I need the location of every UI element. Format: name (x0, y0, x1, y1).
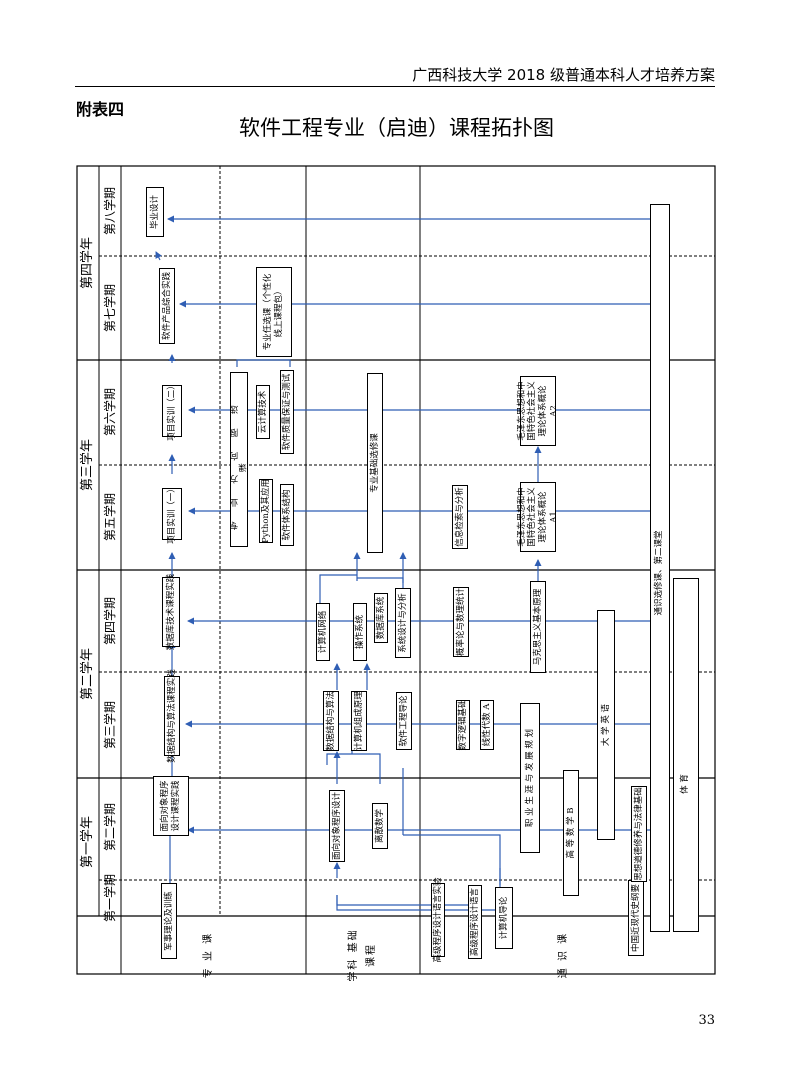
course-junshi: 军事理论及训练 (161, 883, 177, 959)
course-general-elective: 通识选修课、第二课堂 (653, 530, 664, 616)
course-se-intro: 软件工程导论 (396, 692, 412, 750)
course-computer-org: 计算机组成原理 (351, 691, 367, 751)
term-7-label: 第七学期 (102, 284, 117, 333)
course-major-optional: 专业任选课（个性化线上课程包） (256, 267, 292, 357)
term-6-label: 第六学期 (102, 388, 117, 437)
course-advanced-math: 高 等 数 学 B (563, 770, 579, 896)
course-db-system: 数据库系统 (374, 593, 388, 643)
course-college-english: 大 学 英 语 (597, 610, 615, 840)
course-graduation: 毕业设计 (146, 187, 164, 237)
course-os: 操作系统 (353, 603, 367, 661)
course-oop-practice: 面向对象程序设计课程实践 (153, 776, 189, 836)
grid-frame (76, 165, 716, 975)
course-discrete-math: 离散数学 (372, 803, 388, 849)
course-system-design: 系统设计与分析 (395, 588, 411, 658)
term-5-label: 第五学期 (102, 493, 117, 542)
course-major-direction (230, 372, 248, 547)
header-rule (75, 86, 715, 87)
course-basic-elective: 专业基础选修课 (367, 373, 383, 553)
course-project-1: 项目实训（一） (162, 484, 182, 544)
course-pe-bar (673, 578, 699, 932)
course-pe: 体 育 (679, 774, 690, 794)
year-2-label: 第二学年 (80, 648, 96, 701)
course-software-architecture: 软件体系结构 (280, 484, 294, 546)
term-separators (99, 166, 715, 916)
page-title: 软件工程专业（启迪）课程拓扑图 (239, 116, 554, 140)
year-1-label: 第一学年 (80, 816, 96, 869)
course-career: 职 业 生 涯 与 发 展 规 划 (520, 703, 540, 853)
course-quality-testing: 软件质量保证与测试 (280, 370, 294, 454)
course-info-retrieval: 信息检索与分析 (452, 485, 468, 549)
year-4-label: 第四学年 (80, 237, 96, 290)
course-digital-logic: 数字逻辑基础 (456, 699, 470, 751)
page-header: 广西科技大学 2018 级普通本科人才培养方案 (412, 66, 715, 84)
course-ds-algorithm: 数据结构与算法 (323, 691, 339, 751)
term-3-label: 第三学期 (102, 701, 117, 750)
term-2-label: 第二学期 (102, 803, 117, 852)
course-major-direction-text: 专 业 方 向 限 选 课 (230, 399, 249, 531)
course-modern-history: 中国近现代史纲要 (628, 880, 644, 956)
course-mao-a1: 毛泽东思想和中国特色社会主义理论体系概论 A1 (517, 482, 559, 552)
course-python: Python及其应用 (259, 479, 273, 543)
course-db-practice: 数据库技术课程实践 (162, 574, 180, 650)
course-ds-practice: 数据结构与算法课程实践 (164, 669, 180, 763)
year-3-label: 第三学年 (80, 439, 96, 492)
column-basic-label: 学科 基础 课程 (348, 928, 377, 982)
column-major-label: 专 业 课 (203, 931, 214, 979)
term-8-label: 第八学期 (102, 187, 117, 236)
course-general-elective-bar (650, 204, 670, 932)
course-software-integrated: 软件产品综合实践 (159, 268, 175, 344)
page-number: 33 (698, 1013, 715, 1028)
course-adv-lang: 高级程序设计语言 (468, 885, 482, 959)
course-probability: 概率论与数理统计 (453, 587, 469, 657)
course-cloud: 云计算技术 (256, 385, 270, 439)
course-adv-lang-lab: 高级程序设计语言实验 (431, 877, 445, 963)
course-oop-design: 面向对象程序设计 (329, 790, 345, 862)
course-marxism: 马克思主义基本原理 (530, 581, 546, 673)
course-network: 计算机网络 (316, 603, 330, 661)
column-general-label: 通 识 课 (558, 931, 569, 979)
course-morality-law: 思想道德修养与法律基础 (631, 786, 647, 882)
course-project-2: 项目实训（二） (162, 381, 182, 441)
term-4-label: 第四学期 (102, 597, 117, 646)
course-linear-algebra: 线性代数 A (480, 700, 494, 750)
course-mao-a2: 毛泽东思想和中国特色社会主义理论体系概论 A2 (517, 376, 559, 446)
course-cs-intro: 计算机导论 (495, 887, 513, 949)
appendix-label: 附表四 (76, 100, 125, 119)
